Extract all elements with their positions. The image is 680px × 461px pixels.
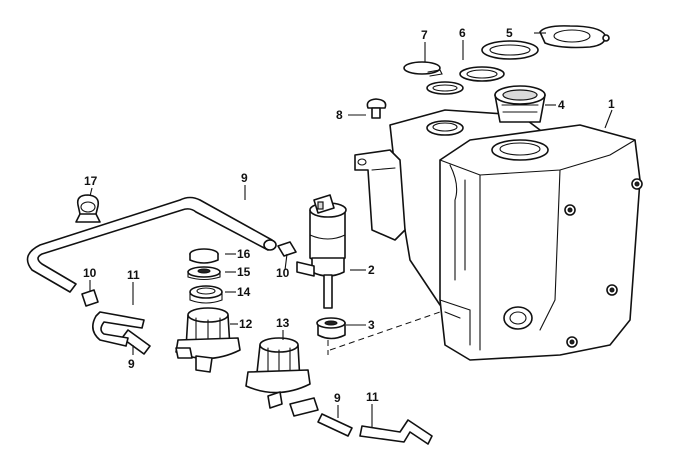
seal-ring <box>481 40 539 60</box>
hose-clip <box>75 194 101 223</box>
callout-14: 14 <box>237 285 251 299</box>
callout-16: 16 <box>237 247 251 261</box>
short-hose <box>317 413 353 437</box>
callout-6: 6 <box>459 26 466 40</box>
seal-15 <box>187 266 221 281</box>
callout-11-bottom: 11 <box>366 390 379 404</box>
y-pipe <box>92 311 145 347</box>
callout-12: 12 <box>239 317 253 331</box>
callout-1: 1 <box>608 97 615 111</box>
reservoir-bolt <box>606 284 618 296</box>
callout-17: 17 <box>84 174 98 188</box>
callout-11-left: 11 <box>127 268 140 282</box>
callout-2: 2 <box>368 263 375 277</box>
washer-pump <box>296 194 347 309</box>
pump-grommet <box>316 317 346 340</box>
cap-16 <box>189 248 219 264</box>
callout-9-left: 9 <box>128 357 135 371</box>
callout-7: 7 <box>421 28 428 42</box>
rubber-plug <box>366 98 387 119</box>
callout-15: 15 <box>237 265 251 279</box>
pump-13 <box>245 337 319 417</box>
callout-9-hose: 9 <box>241 171 248 185</box>
callout-5: 5 <box>506 26 513 40</box>
callout-8: 8 <box>336 108 343 122</box>
callout-10-left: 10 <box>83 266 97 280</box>
cap-disc <box>403 61 443 77</box>
reservoir-bolt <box>631 178 643 190</box>
callout-9-bottom: 9 <box>334 391 341 405</box>
pump-12 <box>175 307 241 373</box>
seal-14 <box>189 285 223 304</box>
washer-hose <box>26 196 277 293</box>
callout-13: 13 <box>276 316 290 330</box>
callout-3: 3 <box>368 318 375 332</box>
hose-connector <box>81 289 99 307</box>
gasket <box>426 66 505 95</box>
reservoir-bolt <box>566 336 578 348</box>
filler-neck-adapter <box>494 85 546 123</box>
callout-10-right: 10 <box>276 266 290 280</box>
callout-4: 4 <box>558 98 565 112</box>
washer-fluid-reservoir <box>354 109 643 361</box>
short-hose <box>121 329 151 355</box>
hose-connector <box>277 241 297 257</box>
reservoir-bolt <box>564 204 576 216</box>
cover-plate <box>539 25 610 49</box>
y-pipe <box>359 419 433 445</box>
